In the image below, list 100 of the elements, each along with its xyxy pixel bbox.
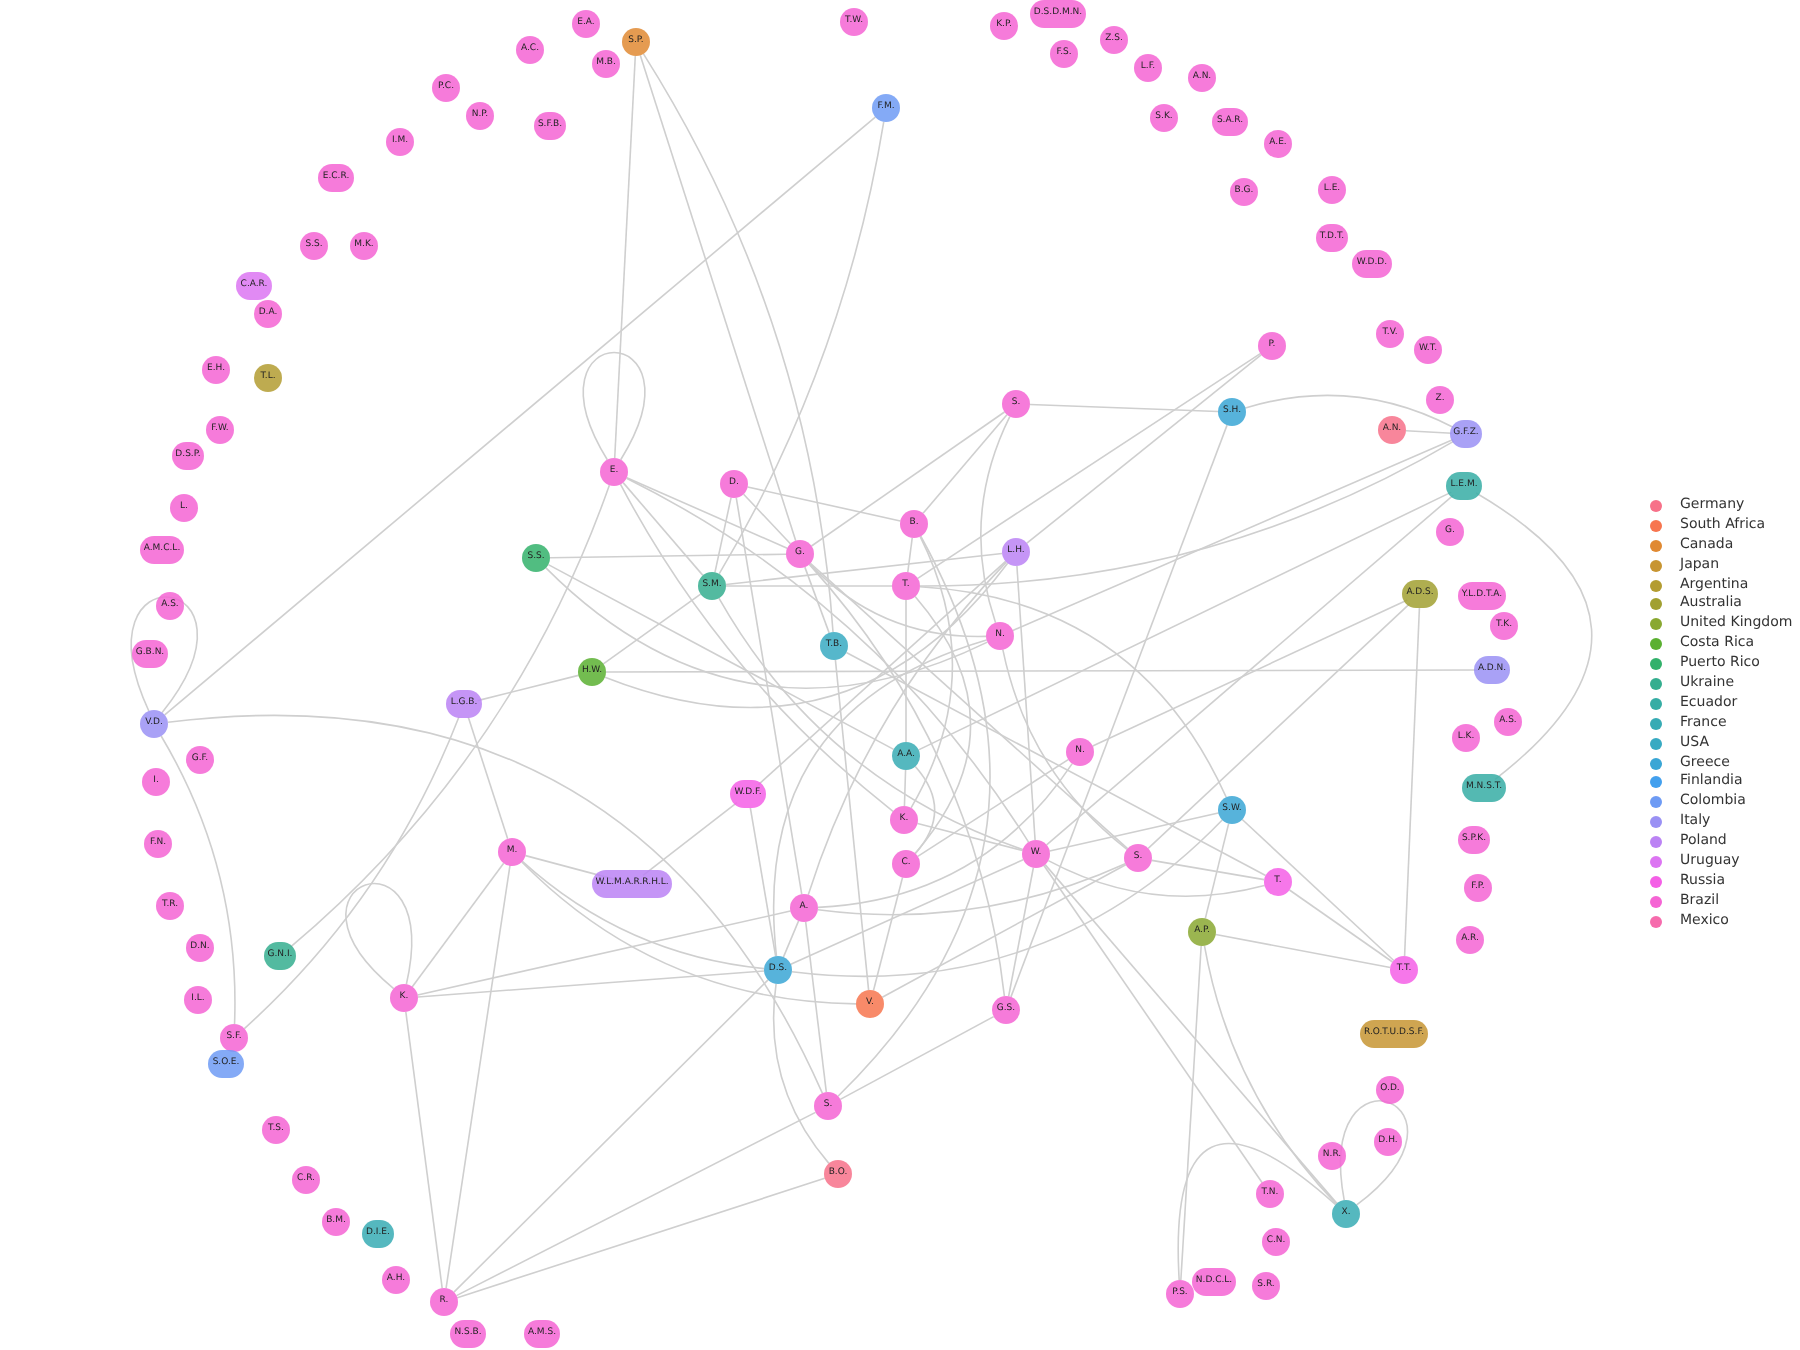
connection-line — [642, 53, 834, 633]
connection-line — [1043, 864, 1263, 1184]
connection-line — [1010, 424, 1228, 998]
connection-line — [881, 863, 1127, 999]
connection-line — [807, 561, 1008, 896]
connection-line — [1403, 607, 1421, 957]
connection-line — [718, 121, 885, 575]
connection-line — [1047, 859, 1266, 897]
connection-line — [725, 552, 1003, 586]
connection-line — [417, 970, 765, 998]
connection-line — [916, 758, 1070, 858]
connection-line — [742, 493, 792, 545]
connection-line — [445, 865, 511, 1289]
connection-line — [521, 860, 765, 970]
connection-line — [749, 807, 777, 957]
connection-line — [1405, 429, 1453, 435]
connection-line — [455, 1111, 817, 1297]
connection-line — [1002, 648, 1128, 851]
connection-line — [411, 862, 505, 988]
connection-line — [1044, 863, 1338, 1205]
connection-line — [804, 566, 830, 634]
connection-line — [1475, 492, 1593, 781]
connection-line — [804, 921, 828, 1093]
connection-line — [467, 716, 509, 840]
connection-line — [1048, 812, 1220, 852]
connection-line — [476, 674, 580, 702]
connection-line — [1203, 945, 1338, 1205]
connection-line — [130, 596, 198, 714]
connection-line — [1007, 866, 1035, 998]
connection-line — [1177, 1142, 1337, 1281]
connection-line — [746, 486, 902, 522]
connection-line — [914, 765, 936, 855]
connection-line — [845, 651, 1267, 877]
connection-line — [289, 484, 611, 948]
connection-line — [622, 481, 704, 577]
connection-line — [914, 595, 972, 855]
connection-line — [916, 352, 1262, 580]
connection-line — [453, 979, 769, 1293]
connection-line — [619, 483, 894, 813]
connection-line — [1029, 403, 1219, 413]
connection-line — [626, 476, 788, 550]
connection-line — [919, 586, 1228, 799]
connection-line — [817, 863, 1127, 916]
connection-line — [521, 861, 857, 1005]
connection-line — [583, 351, 646, 461]
connection-line — [791, 819, 1224, 978]
connection-line — [917, 491, 1453, 751]
connection-line — [905, 599, 907, 743]
connection-line — [772, 983, 830, 1165]
connection-line — [1151, 859, 1265, 881]
connection-line — [405, 1011, 443, 1289]
connection-line — [1180, 945, 1202, 1281]
connection-line — [714, 496, 732, 574]
connection-line — [1241, 818, 1395, 962]
connection-line — [980, 415, 1011, 624]
connection-line — [625, 477, 1030, 843]
connection-line — [1147, 602, 1411, 850]
connection-line — [837, 535, 991, 1097]
connection-line — [1339, 1100, 1408, 1206]
connection-line — [817, 762, 1073, 909]
connection-line — [416, 910, 792, 996]
connection-line — [1045, 494, 1455, 846]
connection-line — [782, 920, 800, 958]
connection-line — [808, 563, 987, 638]
connection-line — [808, 563, 1006, 997]
connection-line — [725, 585, 893, 587]
connection-line — [1214, 933, 1392, 969]
connection-line — [547, 563, 895, 751]
connection-line — [839, 1015, 995, 1101]
connection-line — [735, 497, 803, 895]
connection-line — [718, 597, 1024, 851]
connection-line — [456, 1177, 826, 1299]
connection-line — [345, 883, 413, 990]
connection-line — [167, 715, 824, 1094]
connection-line — [549, 553, 787, 559]
connection-line — [613, 55, 637, 459]
connection-line — [160, 735, 236, 1025]
connection-line — [919, 440, 1455, 587]
connection-line — [872, 876, 904, 992]
connection-line — [810, 411, 1006, 547]
connection-line — [834, 659, 870, 991]
connection-line — [907, 537, 913, 573]
connection-line — [243, 716, 460, 1030]
connection-line — [789, 858, 1025, 966]
connection-line — [809, 562, 1129, 850]
connection-line — [602, 593, 702, 665]
connection-line — [163, 116, 877, 716]
connection-line — [757, 560, 1007, 786]
connection-line — [1012, 438, 1454, 632]
connection-line — [903, 769, 907, 807]
connection-line — [1016, 565, 1036, 841]
connection-line — [604, 562, 1009, 709]
connection-line — [1204, 822, 1230, 920]
connection-line — [1244, 394, 1455, 429]
connection-line — [545, 567, 989, 689]
connection-line — [916, 822, 1024, 852]
connection-line — [772, 639, 988, 957]
connection-line — [910, 535, 954, 809]
connection-line — [1026, 353, 1262, 544]
connection-line — [1091, 599, 1409, 747]
